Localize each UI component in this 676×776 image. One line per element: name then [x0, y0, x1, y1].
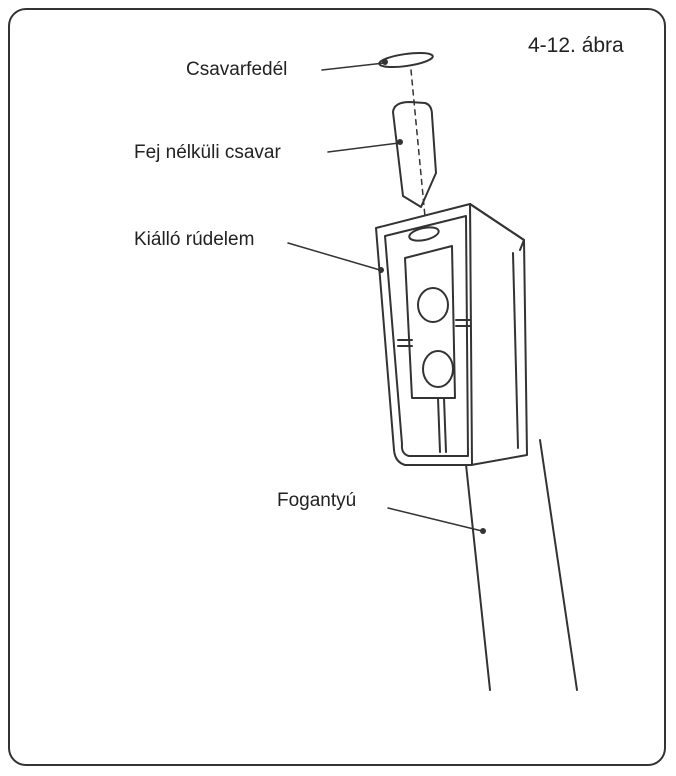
figure-title: 4-12. ábra	[528, 34, 624, 57]
screw-cap-part	[378, 51, 434, 69]
label-protruding-tube: Kiálló rúdelem	[134, 229, 255, 250]
label-screw-cap: Csavarfedél	[186, 59, 288, 80]
leader-line-headless-screw	[327, 142, 400, 153]
leader-line-handle	[387, 507, 483, 532]
label-headless-screw: Fej nélküli csavar	[134, 142, 281, 163]
label-handle: Fogantyú	[277, 490, 357, 511]
leader-line-protruding-tube	[287, 242, 381, 271]
leader-line-screw-cap	[321, 62, 385, 71]
handle-part	[464, 439, 578, 691]
headless-screw-part	[392, 101, 437, 208]
figure-frame	[8, 8, 666, 766]
protruding-tube-part	[375, 203, 528, 466]
